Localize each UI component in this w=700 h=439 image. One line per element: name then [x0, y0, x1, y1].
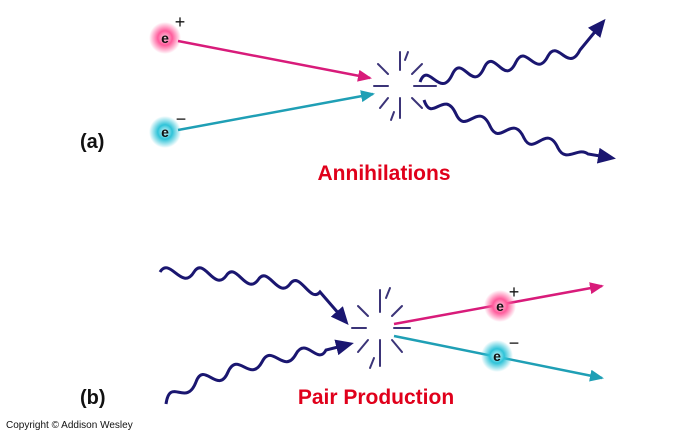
electron-a-glow — [149, 116, 181, 148]
panel-a-title: Annihilations — [318, 162, 451, 185]
electron-a-sign: − — [176, 109, 187, 129]
photon-a-out-upper — [418, 18, 606, 85]
panel-a-label: (a) — [80, 131, 105, 153]
positron-a-symbol: e — [161, 30, 169, 46]
annihilation-burst — [373, 51, 437, 121]
positron-a-track — [177, 39, 372, 82]
positron-b-symbol: e — [496, 298, 504, 314]
positron-a-glow — [149, 22, 181, 54]
photon-a-out-lower — [422, 99, 616, 164]
panel-b: e + e − Pair Production — [158, 266, 604, 409]
panel-b-label: (b) — [80, 387, 106, 409]
electron-b-sign: − — [509, 333, 520, 353]
panel-a: e + e − Annihilations — [149, 12, 616, 185]
photon-b-in-lower — [164, 339, 354, 405]
electron-a-symbol: e — [161, 124, 169, 140]
positron-a-sign: + — [175, 12, 186, 32]
electron-a-track — [177, 90, 375, 132]
pair-production-burst — [351, 287, 411, 369]
photon-b-in-upper — [158, 266, 349, 326]
copyright-notice: Copyright © Addison Wesley — [6, 420, 133, 431]
electron-b-symbol: e — [493, 348, 501, 364]
positron-b-glow — [484, 290, 516, 322]
panel-b-title: Pair Production — [298, 386, 454, 409]
electron-b-glow — [481, 340, 513, 372]
positron-b-sign: + — [509, 282, 520, 302]
